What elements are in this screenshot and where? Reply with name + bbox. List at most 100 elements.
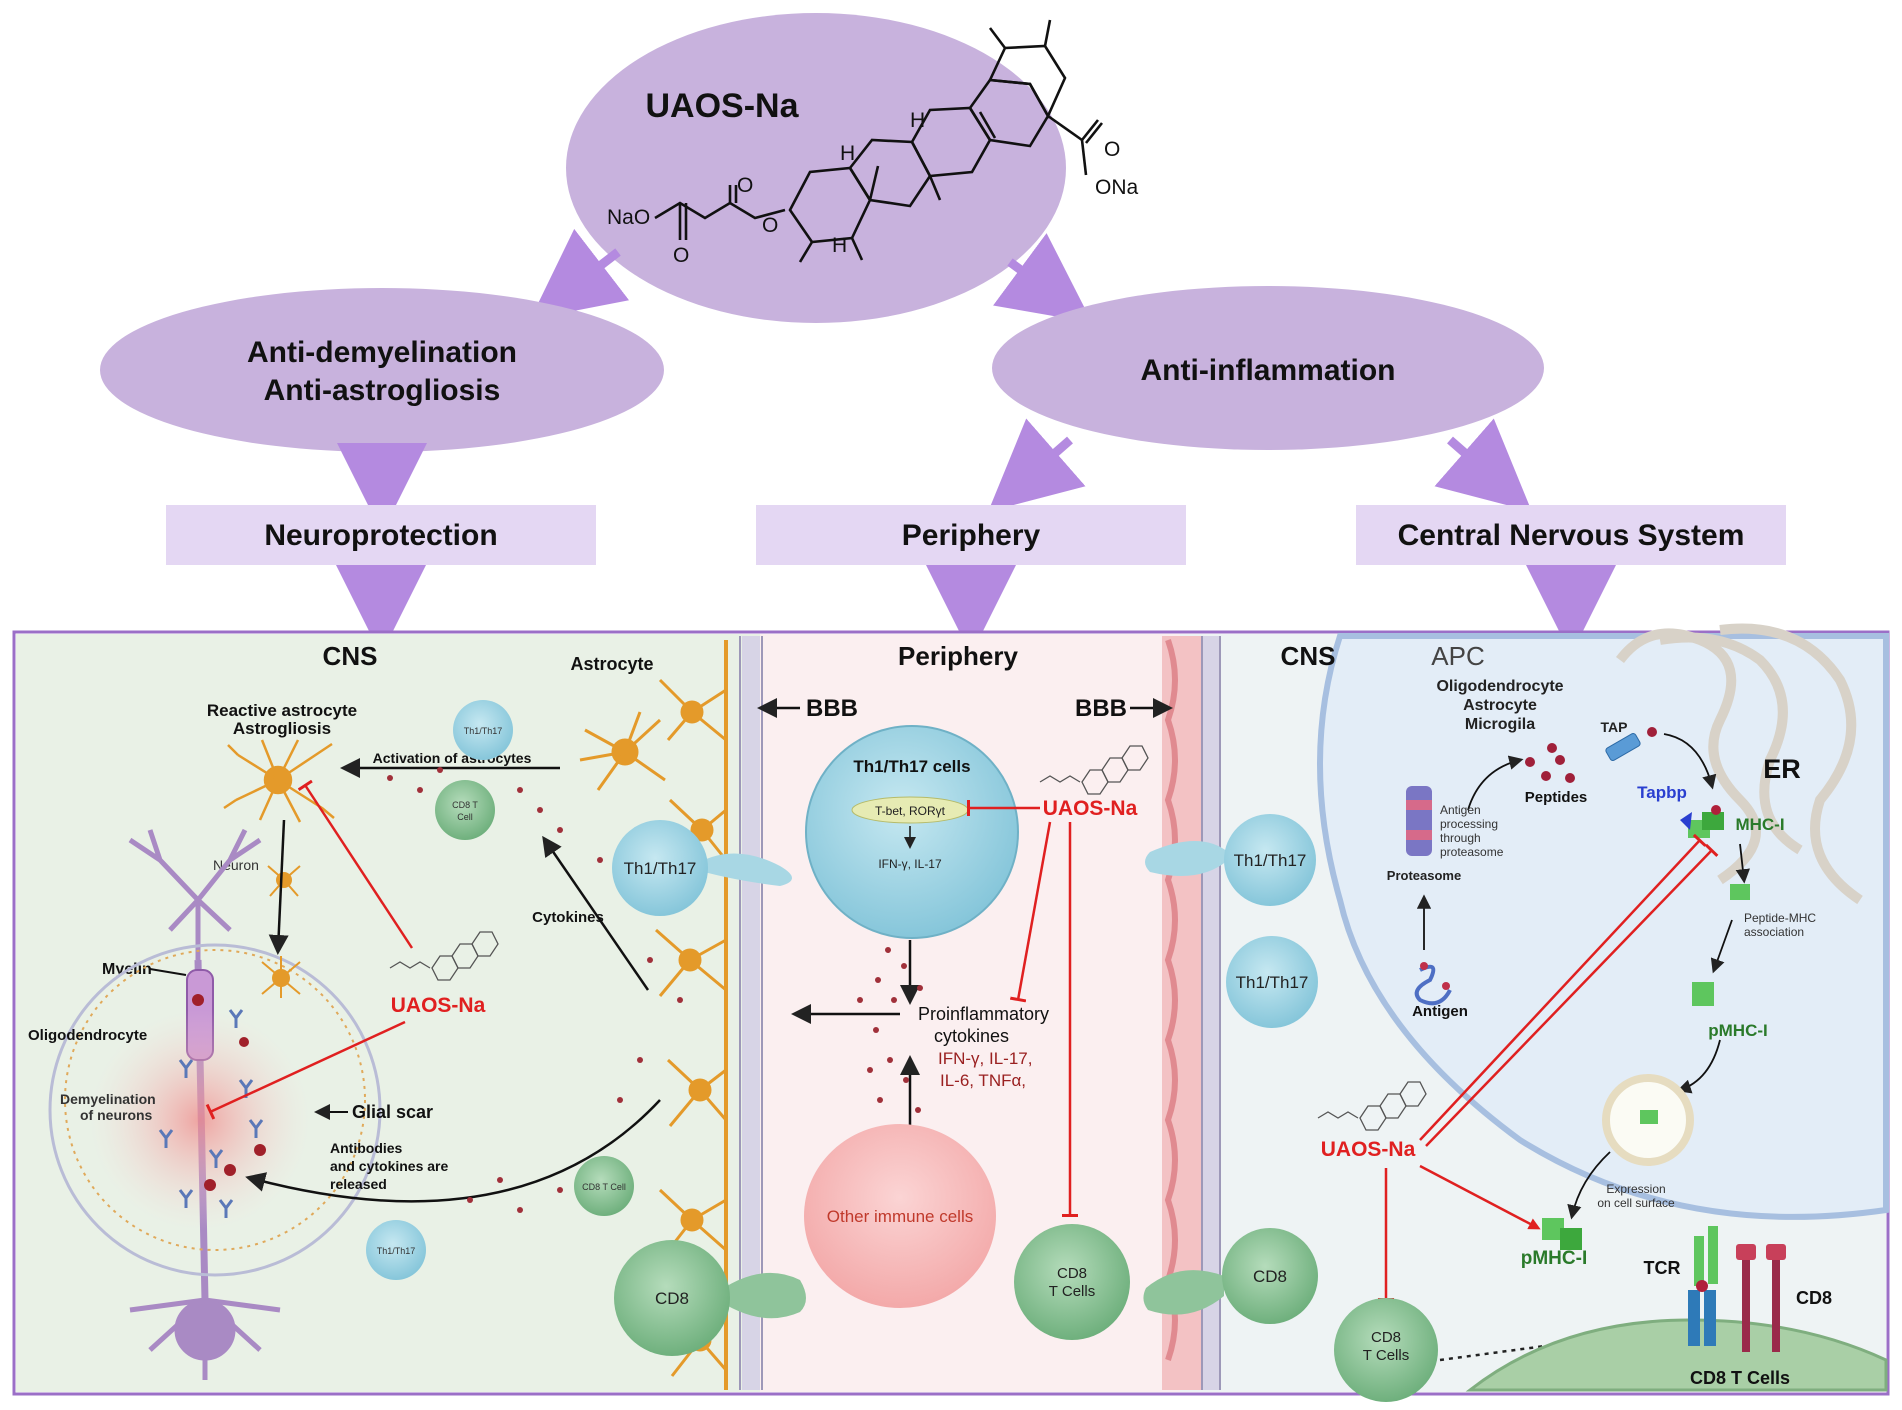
bbb-label-left: BBB <box>806 695 858 722</box>
apc-label: APC <box>1431 641 1484 671</box>
uaos-to-pmhc-arrow <box>1419 1164 1541 1230</box>
cytokine-list-2: IL-6, TNFα, <box>940 1071 1026 1090</box>
antibodies-label-3: released <box>330 1176 387 1192</box>
peptides-label: Peptides <box>1525 789 1588 806</box>
peptide-mhc-icon <box>1730 884 1750 900</box>
proteasome-icon <box>1406 786 1432 856</box>
cells-to-lesion-arrow <box>245 1099 661 1203</box>
vesicle-mhc-icon <box>1640 1110 1658 1124</box>
other-immune-label: Other immune cells <box>827 1207 973 1226</box>
uaos-inhibits-demyelination <box>205 1020 406 1120</box>
uaos-mini-structure-icon <box>389 931 499 981</box>
peptide-dots-icon <box>1525 727 1657 783</box>
myelin-pointer <box>149 968 187 976</box>
compound-node: UAOS-Na <box>566 13 1066 323</box>
cell-type-micro: Microgila <box>1465 716 1535 733</box>
left-cns-panel: CNS BBB Astrocyte Reactive astrocyte Ast… <box>28 636 858 1390</box>
effect-anti-inflammation: Anti-inflammation <box>1141 354 1396 387</box>
antibodies-label: Antibodies <box>330 1140 403 1156</box>
anti-inflammation-node: Anti-inflammation <box>992 286 1544 450</box>
th-cell-right-b: Th1/Th17 <box>1226 936 1318 1028</box>
label-o1: O <box>673 244 689 267</box>
label-o3: O <box>762 214 778 237</box>
antigen-proc-2: processing <box>1440 817 1498 831</box>
neuroprotection-box: Neuroprotection <box>166 505 596 565</box>
label-o2: O <box>737 174 753 197</box>
middle-panel-title: Periphery <box>898 641 1018 671</box>
cytokines-to-astrocyte-arrow <box>542 835 650 991</box>
outcome-periphery: Periphery <box>902 519 1041 552</box>
chemical-structure-icon <box>654 19 1104 263</box>
pmhc-surface-label: pMHC-I <box>1521 1248 1587 1269</box>
oligodendrocyte-label: Oligodendrocyte <box>28 1027 147 1044</box>
glial-ring-icon <box>64 949 366 1251</box>
small-cd8-bottom-label: CD8 T Cell <box>582 1182 626 1192</box>
uaos-label-right: UAOS-Na <box>1321 1138 1416 1161</box>
th-cell-right-a: Th1/Th17 <box>1145 814 1316 906</box>
effect-anti-demyelination: Anti-demyelination <box>247 336 517 369</box>
tcr-receptor-icon <box>1688 1226 1718 1346</box>
surface-pmhc-icon <box>1542 1218 1582 1250</box>
small-th-bottom-label: Th1/Th17 <box>377 1246 416 1256</box>
cns-box: Central Nervous System <box>1356 505 1786 565</box>
cd8-cell-left-label: CD8 <box>655 1289 689 1308</box>
peptide-mhc-1: Peptide-MHC <box>1744 911 1816 925</box>
arrow-to-anti-demyelination <box>530 228 630 320</box>
outcome-neuroprotection: Neuroprotection <box>264 519 497 552</box>
cd8-tcells-bottom-label: CD8 T Cells <box>1690 1368 1790 1388</box>
proteasome-to-peptides-arrow <box>1467 755 1524 811</box>
vesicle-to-surface-arrow <box>1567 1151 1611 1220</box>
right-cns-panel: CNS APC Oligodendrocyte Astrocyte Microg… <box>1143 623 1889 1402</box>
mhc-label: MHC-I <box>1735 815 1784 834</box>
proinflammatory-label: Proinflammatory <box>918 1004 1049 1024</box>
tapbp-label: Tapbp <box>1637 783 1687 802</box>
outcome-cns: Central Nervous System <box>1398 519 1745 552</box>
periphery-box: Periphery <box>756 505 1186 565</box>
antigen-proc-3: through <box>1440 831 1481 845</box>
antigen-proc-1: Antigen <box>1440 803 1481 817</box>
mhc-complex-icon <box>1680 805 1724 838</box>
arrow-to-cns <box>1434 418 1532 512</box>
label-h1: H <box>840 142 855 165</box>
pmhc-icon <box>1692 982 1714 1006</box>
th-cell-left-label: Th1/Th17 <box>624 859 697 878</box>
label-nao: NaO <box>607 206 650 229</box>
uaos-inhibits-mhc-1 <box>1419 833 1707 1141</box>
other-immune-cells <box>804 1124 996 1308</box>
er-membrane-icon <box>1616 623 1863 905</box>
label-o4: O <box>1104 138 1120 161</box>
small-cd8-cell-bottom: CD8 T Cell <box>574 1156 634 1216</box>
bbb-wall-left <box>724 636 763 1390</box>
glial-scar-label: Glial scar <box>352 1102 433 1122</box>
proteasome-label: Proteasome <box>1387 868 1461 883</box>
uaos-label-left: UAOS-Na <box>391 994 486 1017</box>
small-th-cell-bottom: Th1/Th17 <box>366 1220 426 1280</box>
expression-2: on cell surface <box>1597 1196 1675 1210</box>
astrocyte-label: Astrocyte <box>570 654 653 674</box>
tap-transporter-icon <box>1605 733 1641 761</box>
bbb-wall-right <box>1162 636 1221 1390</box>
label-h3: H <box>910 109 925 132</box>
cytokine-list-1: IFN-γ, IL-17, <box>938 1049 1032 1068</box>
antigen-proc-4: proteasome <box>1440 845 1504 859</box>
cd8-tcells-right: CD8 T Cells <box>1334 1298 1438 1402</box>
reactive-astrocyte-label: Reactive astrocyte <box>207 701 357 720</box>
antigen-icon <box>1414 962 1452 1006</box>
anti-demyelination-node: Anti-demyelination Anti-astrogliosis <box>100 288 664 452</box>
arrow-to-periphery <box>988 418 1086 512</box>
small-th-cell: Th1/Th17 <box>453 700 513 760</box>
left-panel-title: CNS <box>323 641 378 671</box>
uaos-inhibits-mhc-2 <box>1425 843 1719 1147</box>
proinflammatory-label-2: cytokines <box>934 1026 1009 1046</box>
cd8-right-label: CD8 <box>1253 1267 1287 1286</box>
cd8-cell-right: CD8 <box>1143 1228 1318 1324</box>
middle-periphery-panel: Periphery BBB Th1/Th17 cells T-bet, RORγ… <box>791 636 1221 1390</box>
small-cd8-label: CD8 T <box>452 800 478 810</box>
th-b-label: Th1/Th17 <box>1236 973 1309 992</box>
right-panel-title: CNS <box>1281 641 1336 671</box>
uaos-mini-structure-right-icon <box>1317 1081 1427 1131</box>
ifn-label-cell: IFN-γ, IL-17 <box>878 857 942 871</box>
uaos-inhibits-astrogliosis <box>297 779 414 949</box>
th-a-label: Th1/Th17 <box>1234 851 1307 870</box>
